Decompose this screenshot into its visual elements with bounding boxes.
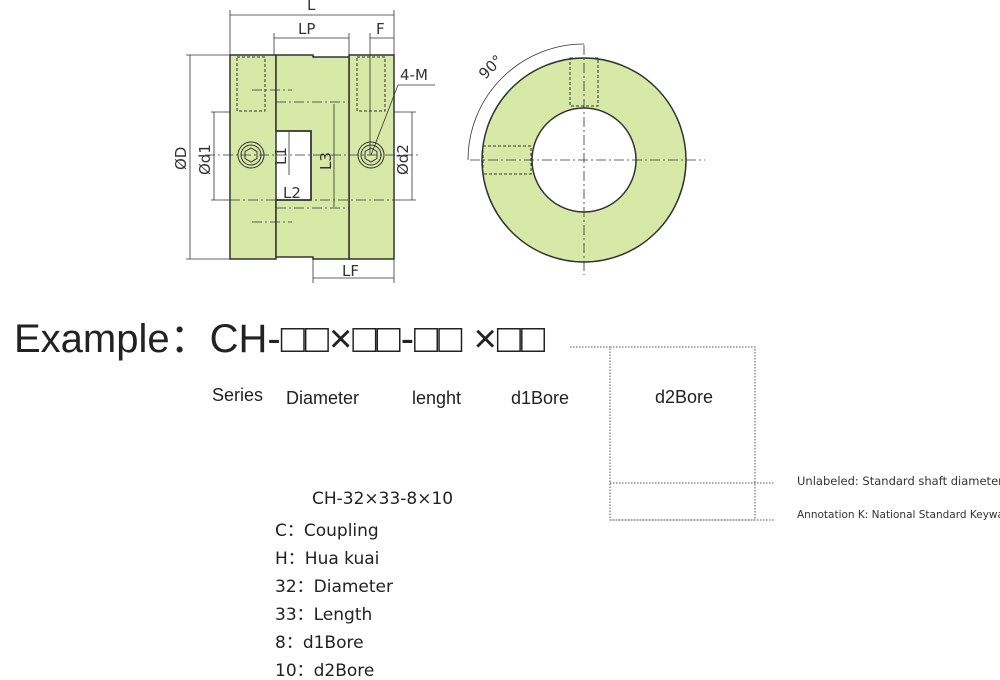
dim-LP: LP <box>298 20 315 38</box>
sample-item: 8：d1Bore <box>275 633 364 653</box>
sample-item: 32：Diameter <box>275 577 393 597</box>
label-length: lenght <box>412 388 462 408</box>
front-view <box>467 43 705 275</box>
sample-item: 33：Length <box>275 605 373 625</box>
note-annotation-k: Annotation K: National Standard Keyway <box>797 509 1000 521</box>
dim-L1: L1 <box>272 147 290 165</box>
sample-item: 10：d2Bore <box>275 661 375 680</box>
dim-LF: LF <box>342 262 359 280</box>
dim-L: L <box>307 0 316 14</box>
example-title: Example：CH-□□×□□-□□ ×□□ <box>14 317 546 361</box>
side-view <box>186 10 435 283</box>
label-diameter: Diameter <box>286 388 360 408</box>
dim-F: F <box>376 20 385 38</box>
dim-L2: L2 <box>283 184 301 202</box>
sample-code: CH-32×33-8×10 <box>312 489 454 509</box>
label-d2bore: d2Bore <box>655 387 714 407</box>
dim-d1: Ød1 <box>196 144 214 175</box>
dim-d2: Ød2 <box>394 144 412 175</box>
d2bore-bracket <box>570 346 775 521</box>
note-unlabeled: Unlabeled: Standard shaft diameter <box>797 474 1000 488</box>
dim-4M: 4-M <box>400 66 428 84</box>
sample-item: H：Hua kuai <box>275 549 380 569</box>
dim-L3: L3 <box>317 152 335 170</box>
label-series: Series <box>212 385 264 405</box>
label-d1bore: d1Bore <box>511 388 570 408</box>
sample-item: C：Coupling <box>275 521 379 541</box>
dim-D: ØD <box>172 147 190 170</box>
